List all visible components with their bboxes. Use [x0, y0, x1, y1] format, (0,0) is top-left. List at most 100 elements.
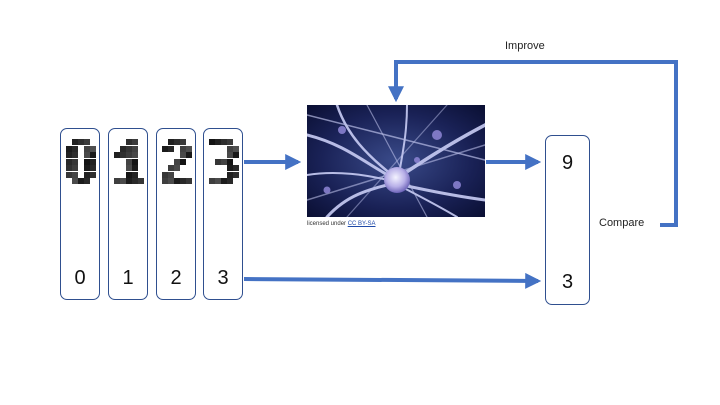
- digit-pixel: [221, 139, 227, 145]
- digit-pixel: [72, 145, 78, 152]
- digit-image-1: [114, 139, 144, 185]
- digit-pixel: [233, 171, 239, 178]
- digit-pixel: [114, 152, 120, 158]
- digit-pixel: [72, 158, 78, 165]
- digit-pixel: [66, 165, 72, 171]
- digit-pixel: [72, 152, 78, 158]
- digit-pixel: [227, 178, 233, 184]
- digit-pixel: [233, 145, 239, 152]
- digit-pixel: [186, 178, 192, 184]
- digit-pixel: [186, 145, 192, 152]
- digit-pixel: [126, 152, 132, 158]
- digit-pixel: [168, 139, 174, 145]
- digit-pixel: [174, 178, 180, 184]
- digit-pixel: [168, 165, 174, 171]
- digit-pixel: [90, 158, 96, 165]
- improve-feedback-arrow: [388, 60, 678, 227]
- digit-pixel: [138, 178, 144, 184]
- digit-pixel: [162, 171, 168, 178]
- digit-pixel: [132, 165, 138, 171]
- digit-pixel: [84, 152, 90, 158]
- predicted-output: 9: [561, 152, 574, 174]
- digit-pixel: [132, 178, 138, 184]
- digit-pixel: [72, 139, 78, 145]
- digit-pixel: [126, 178, 132, 184]
- digit-pixel: [233, 152, 239, 158]
- digit-pixel: [162, 145, 168, 152]
- digit-image-2: [162, 139, 192, 185]
- digit-pixel: [84, 178, 90, 184]
- digit-pixel: [126, 139, 132, 145]
- digit-pixel: [78, 178, 84, 184]
- digit-pixel: [227, 139, 233, 145]
- digit-pixel: [72, 178, 78, 184]
- digit-pixel: [227, 158, 233, 165]
- digit-pixel: [126, 158, 132, 165]
- digit-image-3: [209, 139, 239, 185]
- digit-pixel: [84, 171, 90, 178]
- digit-pixel: [72, 165, 78, 171]
- compare-label: Compare: [599, 217, 645, 229]
- digit-pixel: [186, 152, 192, 158]
- digit-pixel: [209, 178, 215, 184]
- digit-pixel: [227, 145, 233, 152]
- digit-pixel: [120, 145, 126, 152]
- digit-card-2: 2: [156, 128, 196, 300]
- digit-image-0: [66, 139, 96, 185]
- digit-pixel: [227, 152, 233, 158]
- digit-pixel: [72, 171, 78, 178]
- digit-label-1: 1: [122, 267, 134, 289]
- digit-label-0: 0: [74, 267, 86, 289]
- license-prefix: licensed under: [307, 221, 348, 227]
- digit-pixel: [215, 178, 221, 184]
- output-card: 9 3: [545, 135, 590, 305]
- improve-label: Improve: [505, 40, 545, 52]
- digit-pixel: [114, 178, 120, 184]
- digit-pixel: [168, 178, 174, 184]
- digit-pixel: [90, 152, 96, 158]
- digit-pixel: [221, 178, 227, 184]
- digit-pixel: [180, 139, 186, 145]
- digit-card-1: 1: [108, 128, 148, 300]
- digit-pixel: [180, 152, 186, 158]
- digit-pixel: [132, 171, 138, 178]
- digit-pixel: [174, 165, 180, 171]
- digit-pixel: [90, 165, 96, 171]
- digit-pixel: [84, 158, 90, 165]
- digit-pixel: [180, 145, 186, 152]
- digit-pixel: [126, 145, 132, 152]
- license-link[interactable]: CC BY-SA: [347, 221, 376, 227]
- label-to-output-arrow: [243, 272, 542, 289]
- digit-pixel: [227, 165, 233, 171]
- license-caption: licensed under CC BY-SA: [307, 221, 376, 227]
- digit-pixel: [233, 165, 239, 171]
- digit-pixel: [66, 152, 72, 158]
- digit-pixel: [174, 139, 180, 145]
- digit-pixel: [126, 171, 132, 178]
- digit-pixel: [90, 171, 96, 178]
- digit-pixel: [221, 158, 227, 165]
- digit-pixel: [168, 145, 174, 152]
- digit-pixel: [84, 145, 90, 152]
- digit-card-3: 3: [203, 128, 243, 300]
- actual-label: 3: [561, 271, 574, 293]
- digit-pixel: [180, 158, 186, 165]
- digit-pixel: [132, 158, 138, 165]
- digit-pixel: [66, 158, 72, 165]
- digit-pixel: [168, 171, 174, 178]
- digit-card-0: 0: [60, 128, 100, 300]
- digit-pixel: [84, 165, 90, 171]
- digit-pixel: [209, 139, 215, 145]
- digit-pixel: [174, 158, 180, 165]
- digit-pixel: [120, 178, 126, 184]
- digit-pixel: [132, 139, 138, 145]
- digit-pixel: [227, 171, 233, 178]
- neuron-image: [307, 105, 485, 217]
- digit-pixel: [66, 171, 72, 178]
- digit-pixel: [126, 165, 132, 171]
- digit-pixel: [215, 139, 221, 145]
- digit-pixel: [66, 145, 72, 152]
- digit-pixel: [78, 139, 84, 145]
